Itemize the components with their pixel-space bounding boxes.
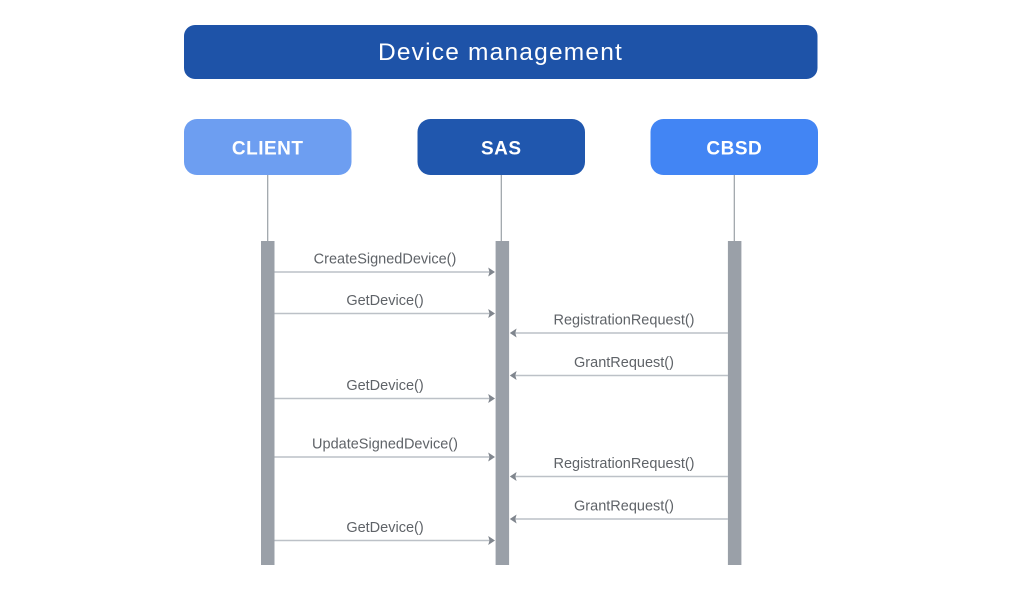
- svg-text:GetDevice(): GetDevice(): [346, 520, 423, 536]
- svg-text:GetDevice(): GetDevice(): [346, 293, 423, 309]
- svg-text:RegistrationRequest(): RegistrationRequest(): [553, 313, 694, 329]
- svg-text:CBSD: CBSD: [706, 139, 762, 160]
- svg-text:RegistrationRequest(): RegistrationRequest(): [553, 456, 694, 472]
- svg-text:SAS: SAS: [481, 139, 522, 160]
- svg-text:CLIENT: CLIENT: [232, 139, 304, 160]
- svg-text:GrantRequest(): GrantRequest(): [574, 499, 674, 515]
- svg-text:CreateSignedDevice(): CreateSignedDevice(): [314, 252, 457, 268]
- svg-text:GetDevice(): GetDevice(): [346, 378, 423, 394]
- svg-text:GrantRequest(): GrantRequest(): [574, 355, 674, 371]
- svg-text:UpdateSignedDevice(): UpdateSignedDevice(): [312, 437, 458, 453]
- svg-text:Device management: Device management: [378, 39, 623, 66]
